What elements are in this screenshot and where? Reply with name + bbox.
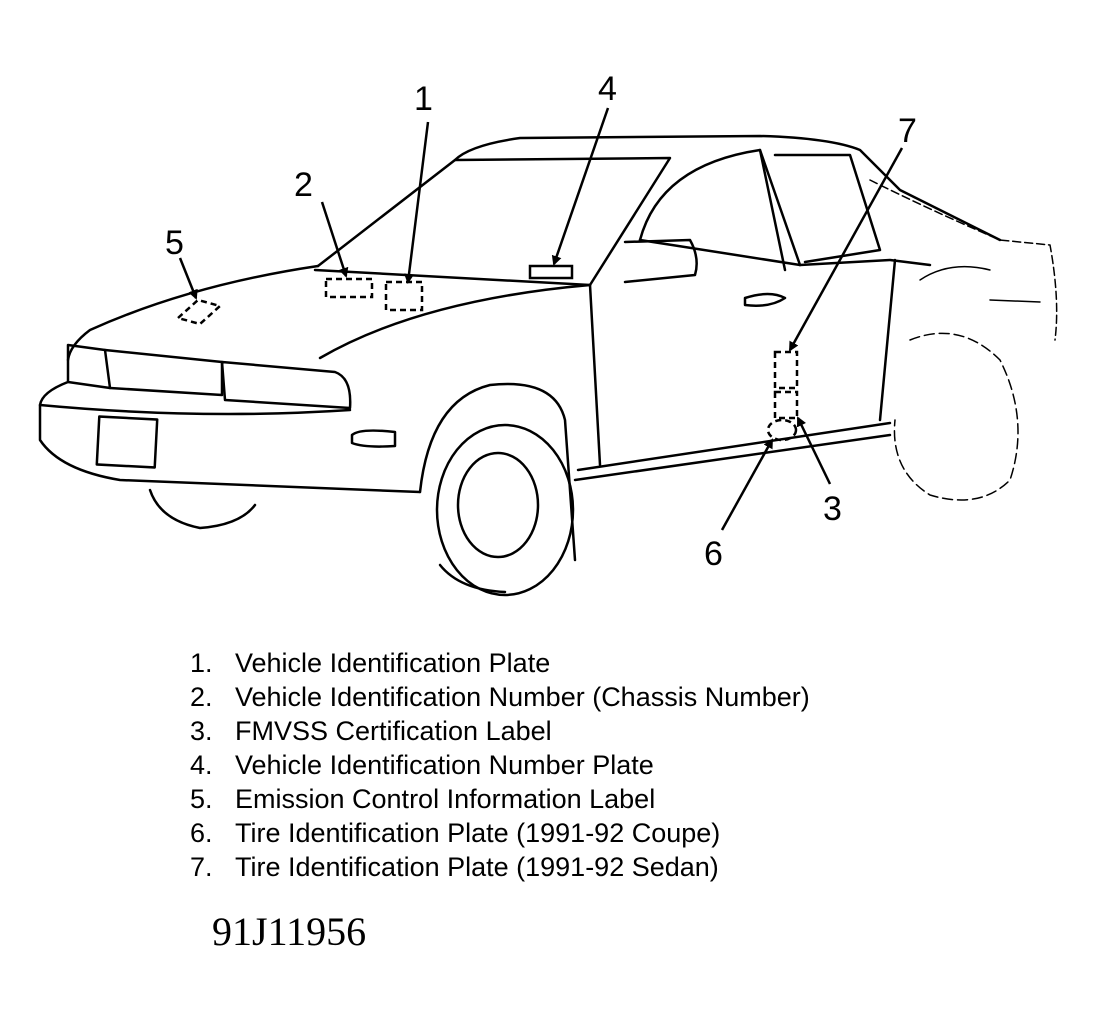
arrow-3	[796, 416, 832, 485]
figure-code: 91J11956	[212, 909, 367, 954]
arrow-7	[788, 147, 904, 352]
vin-number-plate	[528, 264, 574, 280]
callout-6: 6	[704, 535, 723, 573]
legend-item: 1.Vehicle Identification Plate	[190, 648, 551, 678]
legend-item: 7.Tire Identification Plate (1991-92 Sed…	[190, 852, 719, 882]
tire-plate-sedan-location	[773, 350, 799, 390]
car-outline	[38, 134, 1058, 597]
tire-plate-coupe-location	[766, 418, 798, 442]
arrow-1	[404, 121, 430, 284]
legend-item: 3.FMVSS Certification Label	[190, 716, 552, 746]
callout-2: 2	[294, 166, 313, 204]
arrow-5	[178, 257, 198, 300]
callout-4: 4	[598, 70, 617, 108]
arrow-4	[551, 107, 610, 266]
emission-label-location	[175, 298, 223, 326]
vin-plate-location	[384, 280, 424, 312]
callout-7: 7	[898, 112, 917, 150]
vin-chassis-location	[324, 277, 374, 299]
callout-3: 3	[823, 490, 842, 528]
arrow-6	[720, 438, 774, 531]
legend-item: 6.Tire Identification Plate (1991-92 Cou…	[190, 818, 721, 848]
callout-1: 1	[414, 80, 433, 118]
arrow-2	[320, 201, 349, 278]
label-locations	[175, 277, 799, 442]
legend-item: 4.Vehicle Identification Number Plate	[190, 750, 654, 780]
callout-arrows	[178, 107, 904, 531]
legend-list: 1.Vehicle Identification Plate 2.Vehicle…	[190, 646, 810, 884]
fmvss-label-location	[773, 390, 799, 420]
callout-5: 5	[165, 224, 184, 262]
legend-item: 2.Vehicle Identification Number (Chassis…	[190, 682, 810, 712]
legend-item: 5.Emission Control Information Label	[190, 784, 656, 814]
